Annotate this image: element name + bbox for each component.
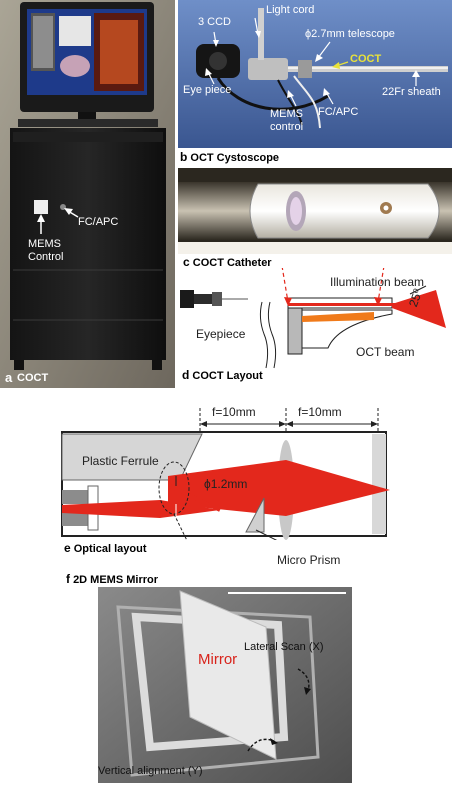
- panel-e-optical-layout: [61, 408, 390, 540]
- panel-a-letter: a: [5, 370, 13, 385]
- label-fc-apc: FC/APC: [318, 106, 359, 118]
- label-f1: f=10mm: [212, 405, 256, 419]
- label-beam-diameter: ϕ1.2mm: [204, 477, 248, 491]
- label-eyepiece: Eyepiece: [196, 327, 246, 341]
- panel-a-coct-system: FC/APC MEMS Control a COCT: [0, 0, 175, 388]
- label-lateral-scan: Lateral Scan (X): [244, 641, 324, 653]
- panel-f-mems-mirror: Mirror Lateral Scan (X) Vertical alignme…: [98, 587, 352, 783]
- panel-b-cystoscope: 3 CCD Light cord ϕ2.7mm telescope COCT E…: [178, 0, 452, 148]
- label-micro-prism: Micro Prism: [277, 553, 341, 567]
- label-mems-control-2: control: [270, 121, 304, 133]
- panel-c-letter: c: [183, 255, 190, 269]
- label-coct: COCT: [350, 53, 382, 65]
- label-f2: f=10mm: [298, 405, 342, 419]
- panel-d-title: COCT Layout: [192, 370, 263, 382]
- label-oct-beam: OCT beam: [356, 345, 415, 359]
- panel-e-letter: e: [64, 541, 71, 555]
- label-3ccd: 3 CCD: [198, 16, 232, 28]
- label-mems-control-cabinet-2: Control: [28, 251, 64, 263]
- panel-f-caption: f 2D MEMS Mirror: [66, 572, 158, 586]
- panel-b-title: OCT Cystoscope: [190, 152, 280, 164]
- panel-d-caption: d COCT Layout: [182, 368, 263, 382]
- panel-d-layout-diagram: [180, 268, 446, 369]
- label-mirror: Mirror: [198, 651, 238, 668]
- panel-c-title: COCT Catheter: [192, 257, 272, 269]
- label-illumination-beam: Illumination beam: [330, 275, 425, 289]
- panel-e-title: Optical layout: [73, 543, 147, 555]
- panel-e-caption: e Optical layout: [64, 541, 147, 555]
- label-telescope: ϕ2.7mm telescope: [305, 28, 395, 40]
- label-mems-control-1: MEMS: [270, 108, 303, 120]
- panel-b-caption: b OCT Cystoscope: [180, 150, 279, 164]
- cystoscope-illustration: [178, 0, 452, 148]
- label-eye-piece: Eye piece: [183, 84, 232, 96]
- panel-a-caption: COCT: [17, 372, 49, 384]
- mems-mirror-illustration: [98, 587, 352, 783]
- label-fc-apc-cabinet: FC/APC: [78, 216, 119, 228]
- label-sheath: 22Fr sheath: [382, 86, 441, 98]
- panel-c-catheter: [178, 168, 452, 254]
- panel-b-letter: b: [180, 150, 188, 164]
- coct-system-illustration: [0, 0, 175, 388]
- label-light-cord: Light cord: [266, 4, 315, 16]
- panel-d-letter: d: [182, 368, 190, 382]
- label-mems-control-cabinet-1: MEMS: [28, 238, 61, 250]
- panel-f-letter: f: [66, 572, 70, 586]
- label-plastic-ferrule: Plastic Ferrule: [82, 454, 159, 468]
- panel-f-title: 2D MEMS Mirror: [73, 574, 159, 586]
- label-vertical-alignment: Vertical alignment (Y): [98, 765, 203, 777]
- catheter-illustration: [178, 168, 452, 254]
- panel-c-caption: c COCT Catheter: [183, 255, 272, 269]
